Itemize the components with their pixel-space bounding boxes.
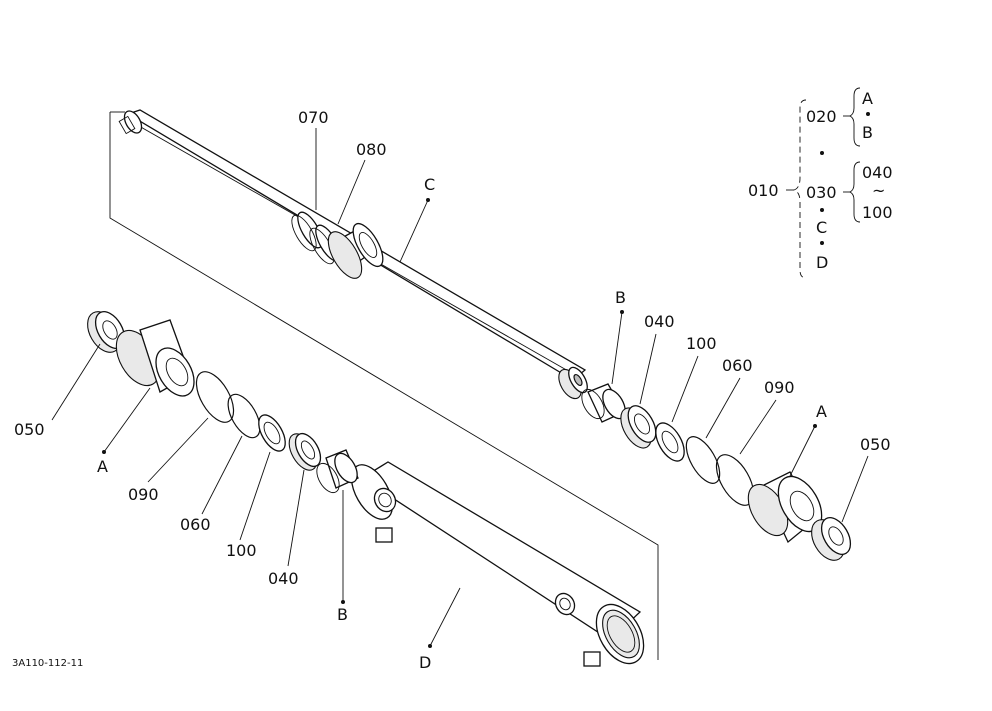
tree-node-c: C — [816, 218, 827, 237]
piston-rod — [118, 109, 588, 400]
callout-060-right: 060 — [722, 356, 753, 375]
callout-040-right: 040 — [644, 312, 675, 331]
tree-root-010: 010 — [748, 181, 779, 200]
leader-lines — [51, 128, 869, 647]
callout-040-left: 040 — [268, 569, 299, 588]
callout-070: 070 — [298, 108, 329, 127]
right-parts — [581, 383, 852, 561]
callout-d: D — [419, 653, 431, 672]
callout-080: 080 — [356, 140, 387, 159]
tree-sub-range: ~ — [872, 181, 885, 200]
assembly-tree: 010 020 030 A B 040 ~ 100 C D — [748, 87, 893, 279]
callout-050-left: 050 — [14, 420, 45, 439]
callout-100-left: 100 — [226, 541, 257, 560]
tree-node-030: 030 — [806, 183, 837, 202]
callout-090-right: 090 — [764, 378, 795, 397]
callout-a-right: A — [816, 402, 827, 421]
tree-node-d: D — [816, 253, 828, 272]
callout-100-right: 100 — [686, 334, 717, 353]
drawing-code: 3A110-112-11 — [12, 658, 83, 669]
tree-sub-040: 040 — [862, 163, 893, 182]
left-parts — [87, 311, 359, 494]
tree-sub-b: B — [862, 123, 873, 142]
tree-node-020: 020 — [806, 107, 837, 126]
callout-a-left: A — [97, 457, 108, 476]
callout-090-left: 090 — [128, 485, 159, 504]
assembly-frame — [109, 111, 659, 660]
callout-060-left: 060 — [180, 515, 211, 534]
callout-c: C — [424, 175, 435, 194]
callout-b-left: B — [337, 605, 348, 624]
cylinder-tube — [350, 461, 645, 667]
tree-sub-100: 100 — [862, 203, 893, 222]
callout-b-right: B — [615, 288, 626, 307]
callout-050-right: 050 — [860, 435, 891, 454]
callout-labels: 070 080 C B 040 100 060 090 A 050 050 A … — [14, 108, 891, 672]
tree-sub-a: A — [862, 89, 873, 108]
leader-dots — [102, 198, 817, 648]
